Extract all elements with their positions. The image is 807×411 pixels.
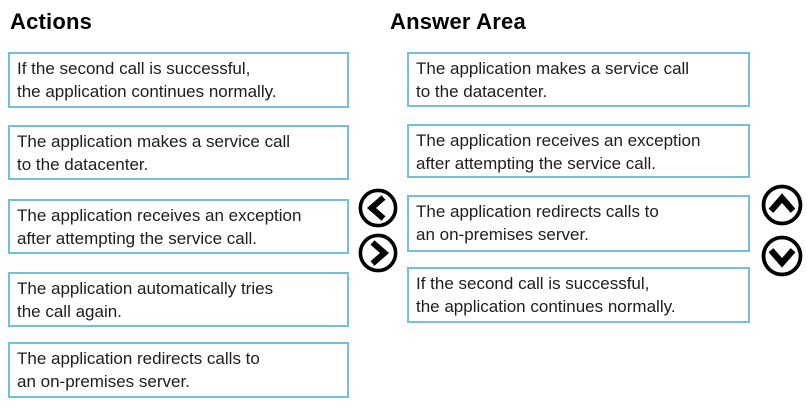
answer-item[interactable]: The application makes a service call to … xyxy=(407,52,750,107)
action-item[interactable]: If the second call is successful, the ap… xyxy=(8,52,349,108)
chevron-right-icon xyxy=(358,233,398,273)
action-item[interactable]: The application makes a service call to … xyxy=(8,125,349,180)
answer-item[interactable]: The application redirects calls to an on… xyxy=(407,195,750,252)
chevron-left-icon xyxy=(358,188,398,228)
move-right-button[interactable] xyxy=(358,233,398,273)
move-down-button[interactable] xyxy=(761,235,803,277)
answer-item[interactable]: If the second call is successful, the ap… xyxy=(407,267,750,323)
move-up-button[interactable] xyxy=(761,184,803,226)
chevron-up-icon xyxy=(761,184,803,226)
answer-area-title: Answer Area xyxy=(390,9,526,34)
move-left-button[interactable] xyxy=(358,188,398,228)
chevron-down-icon xyxy=(761,235,803,277)
action-item[interactable]: The application redirects calls to an on… xyxy=(8,342,349,398)
actions-panel-title: Actions xyxy=(10,9,93,34)
action-item[interactable]: The application automatically tries the … xyxy=(8,272,349,327)
answer-item[interactable]: The application receives an exception af… xyxy=(407,124,750,178)
action-item[interactable]: The application receives an exception af… xyxy=(8,199,349,254)
